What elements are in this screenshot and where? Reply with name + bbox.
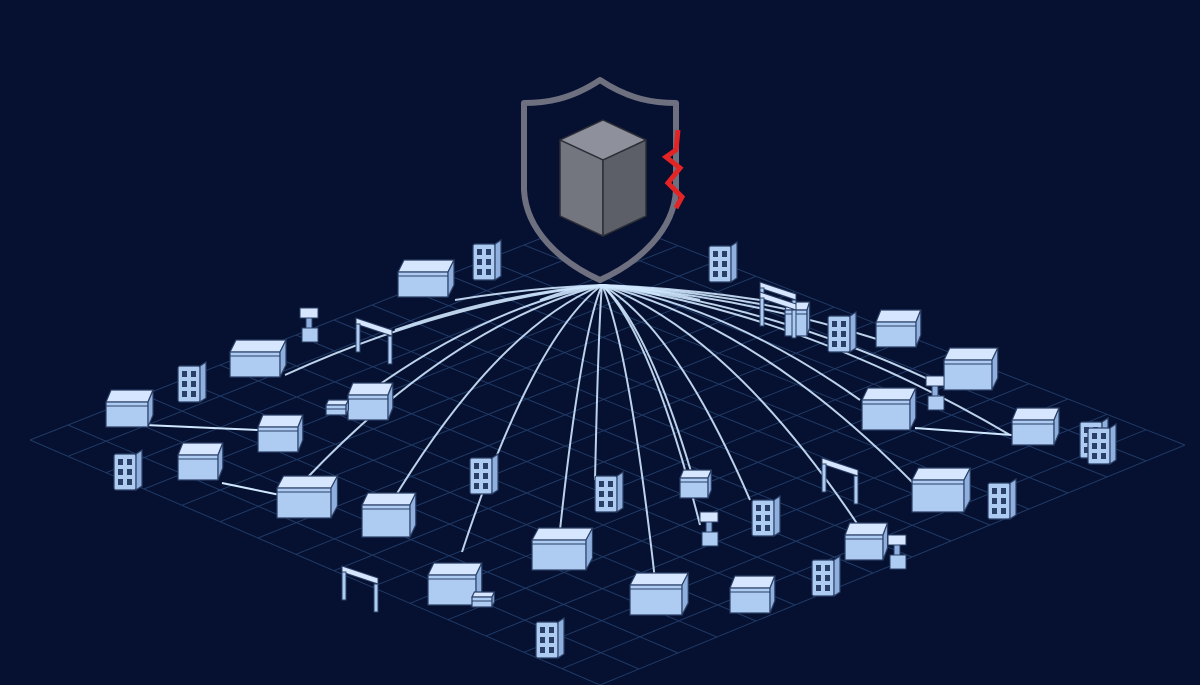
cube-icon — [559, 119, 647, 237]
container-icon — [679, 469, 713, 499]
server-rack-icon — [472, 238, 502, 282]
grid-line — [371, 352, 952, 588]
grid-line — [257, 306, 835, 539]
server-rack-icon — [177, 360, 207, 404]
grid-line — [219, 364, 796, 606]
container-icon — [629, 572, 690, 616]
connection-line — [284, 284, 603, 376]
grid-line — [523, 413, 1108, 653]
container-icon — [861, 387, 917, 431]
connection-line — [304, 284, 603, 481]
container-icon — [177, 442, 224, 481]
connection-line — [389, 284, 603, 506]
container-icon — [105, 389, 154, 428]
container-icon — [229, 339, 287, 378]
server-rack-icon — [113, 448, 143, 492]
grid-line — [333, 337, 913, 572]
gate-icon — [821, 457, 859, 505]
container-icon — [729, 575, 776, 614]
container-icon — [347, 382, 394, 421]
server-rack-icon — [751, 494, 781, 538]
server-rack-icon — [535, 616, 565, 660]
container-icon — [325, 399, 350, 416]
server-rack-icon — [987, 477, 1017, 521]
crack-icon — [661, 129, 686, 210]
server-rack-icon — [469, 452, 499, 496]
grid-line — [67, 229, 640, 457]
container-icon — [875, 309, 922, 348]
connection-line — [144, 424, 259, 431]
network-nodes — [105, 238, 1117, 660]
server-rack-icon — [594, 470, 624, 514]
grid-line — [447, 383, 1030, 621]
connection-line — [221, 482, 281, 496]
container-icon — [397, 259, 455, 298]
grid-line — [523, 244, 1108, 478]
container-icon — [911, 467, 972, 513]
container-icon — [361, 492, 417, 538]
connection-line — [559, 284, 603, 531]
gate-icon — [341, 565, 379, 613]
connection-line — [601, 284, 656, 581]
connection-line — [539, 284, 603, 301]
device-icon — [699, 511, 719, 547]
server-rack-icon — [708, 240, 738, 284]
connection-line — [461, 284, 603, 553]
grid-line — [143, 394, 718, 638]
grid-line — [409, 289, 991, 526]
device-icon — [925, 375, 945, 411]
grid-line — [333, 319, 913, 558]
device-icon — [299, 307, 319, 343]
secure-hub — [521, 77, 686, 283]
container-icon — [275, 475, 339, 519]
connection-line — [601, 284, 916, 486]
gate-icon — [355, 317, 393, 365]
container-icon — [844, 522, 889, 561]
connection-line — [594, 284, 603, 481]
container-icon — [943, 347, 999, 391]
gate-icon — [759, 291, 797, 339]
container-icon — [530, 527, 594, 571]
grid-line — [485, 259, 1069, 494]
server-rack-icon — [1087, 422, 1117, 466]
connection-line — [601, 284, 861, 401]
server-rack-icon — [827, 310, 857, 354]
connection-line — [601, 284, 751, 501]
device-icon — [887, 534, 907, 570]
container-icon — [257, 414, 304, 453]
container-icon — [1011, 407, 1060, 446]
connection-line — [914, 427, 1013, 436]
server-rack-icon — [811, 554, 841, 598]
container-icon — [471, 591, 496, 608]
